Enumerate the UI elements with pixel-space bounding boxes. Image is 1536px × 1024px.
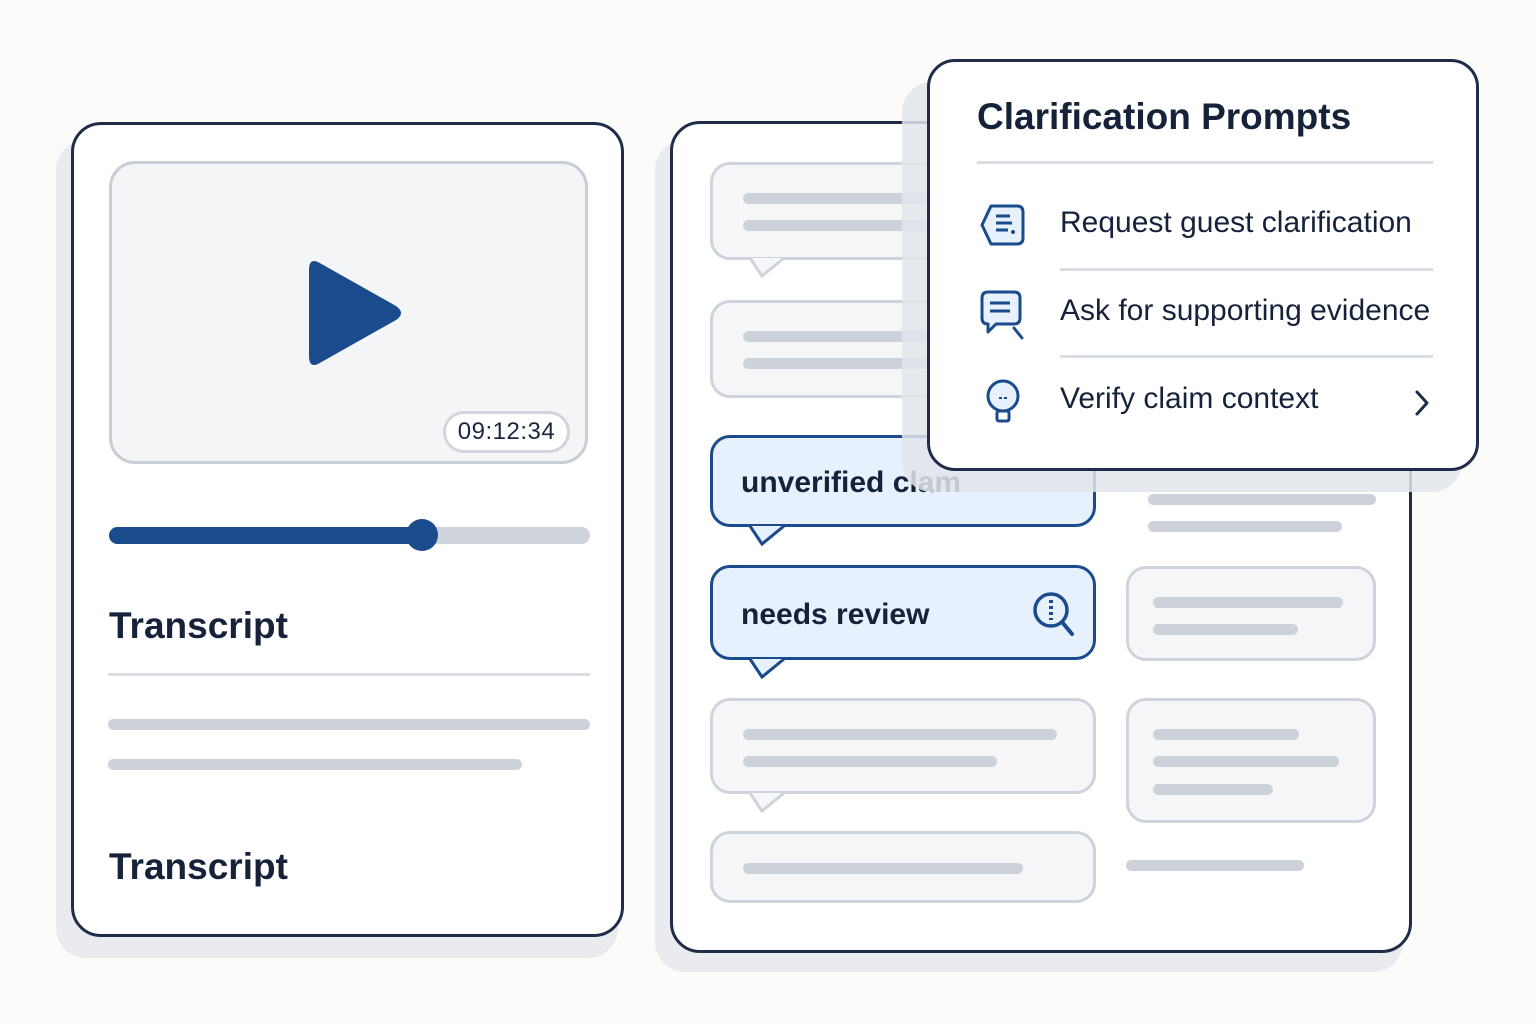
transcript-bubble[interactable] bbox=[710, 831, 1096, 903]
progress-fill bbox=[109, 527, 422, 544]
side-card[interactable] bbox=[1126, 698, 1376, 823]
placeholder-line bbox=[1126, 860, 1304, 871]
chat-search-icon bbox=[980, 290, 1024, 340]
menu-divider bbox=[1060, 355, 1433, 358]
transcript-bubble[interactable] bbox=[710, 698, 1096, 794]
bubble-tail bbox=[748, 524, 785, 547]
menu-item-supporting-evidence[interactable]: Ask for supporting evidence bbox=[960, 278, 1450, 348]
chevron-right-icon[interactable] bbox=[1412, 388, 1432, 418]
bubble-tail bbox=[748, 657, 785, 680]
popover-title-divider bbox=[977, 161, 1433, 164]
menu-item-label: Verify claim context bbox=[1060, 382, 1319, 415]
lightbulb-icon bbox=[986, 379, 1020, 423]
clarification-popover bbox=[927, 59, 1479, 471]
transcript-line bbox=[108, 719, 590, 730]
transcript-line bbox=[108, 759, 522, 770]
chat-list-icon bbox=[980, 204, 1025, 246]
menu-item-request-clarification[interactable]: Request guest clarification bbox=[960, 190, 1450, 260]
transcript-footer-heading: Transcript bbox=[109, 846, 288, 887]
bubble-tail bbox=[748, 256, 785, 279]
magnifier-icon[interactable] bbox=[1031, 590, 1077, 640]
transcript-divider bbox=[108, 673, 590, 676]
progress-thumb[interactable] bbox=[406, 519, 438, 551]
needs-review-bubble[interactable]: needs review bbox=[710, 565, 1096, 660]
menu-item-label: Request guest clarification bbox=[1060, 206, 1412, 239]
bubble-tail bbox=[748, 791, 785, 814]
transcript-heading: Transcript bbox=[109, 605, 288, 646]
side-card[interactable] bbox=[1126, 566, 1376, 661]
placeholder-line bbox=[1148, 521, 1342, 532]
menu-item-label: Ask for supporting evidence bbox=[1060, 294, 1431, 327]
play-icon[interactable] bbox=[306, 256, 406, 370]
video-timestamp: 09:12:34 bbox=[443, 411, 570, 453]
placeholder-line bbox=[1148, 494, 1376, 505]
popover-title: Clarification Prompts bbox=[977, 96, 1352, 137]
needs-review-label: needs review bbox=[741, 598, 930, 631]
menu-divider bbox=[1060, 268, 1433, 271]
menu-item-verify-context[interactable]: Verify claim context bbox=[960, 366, 1450, 436]
